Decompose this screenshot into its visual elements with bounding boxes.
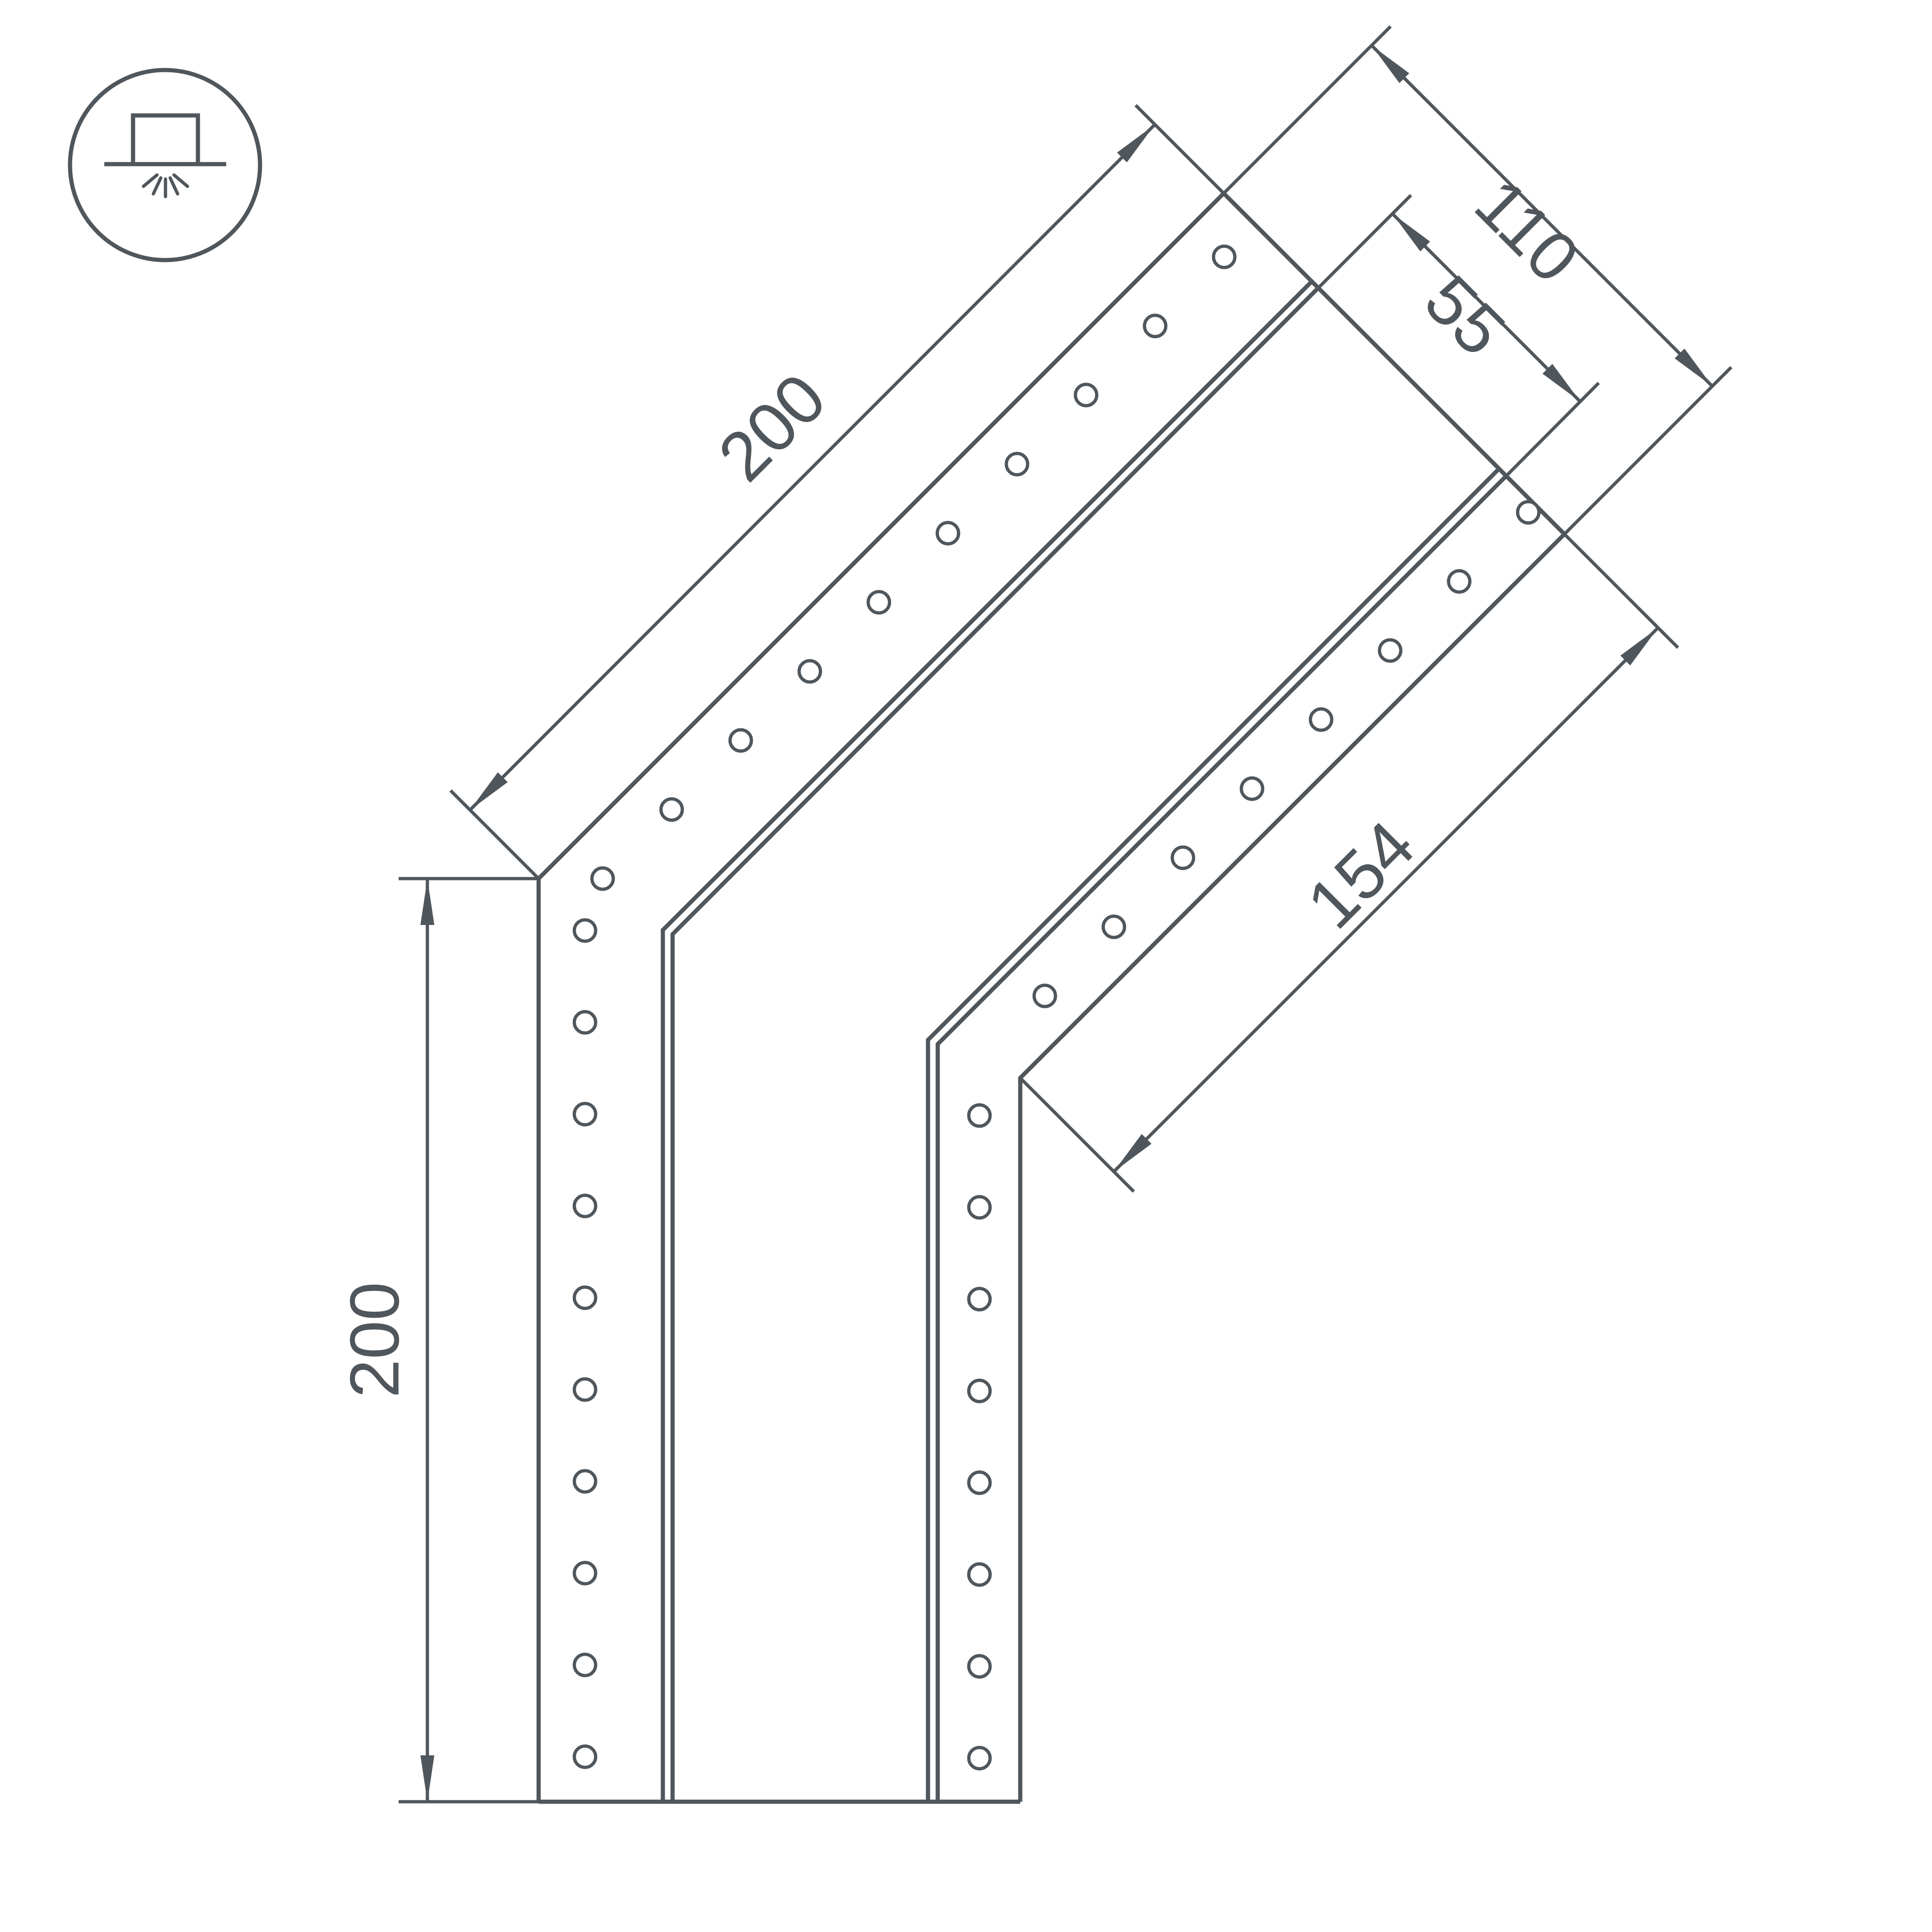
- extension-line: [1222, 25, 1392, 195]
- icon-light-rays: [142, 173, 189, 198]
- extension-line: [1134, 104, 1225, 195]
- dimension-vertical: 200: [336, 877, 539, 1804]
- dim-label-inner-diagonal: 154: [1292, 806, 1429, 943]
- profile-inner-edge: [1018, 532, 1566, 1802]
- icon-circle-border: [68, 68, 262, 262]
- surface-mount-ceiling-light-icon: [68, 68, 262, 262]
- dim-label-outer-diagonal: 200: [703, 358, 840, 496]
- profile-outer-edge: [536, 191, 1226, 1802]
- extension-line: [449, 789, 540, 880]
- dimension-line: [1391, 212, 1582, 403]
- dim-label-vertical: 200: [336, 1282, 413, 1398]
- dimension-line: [469, 123, 1156, 811]
- icon-lamp-body: [131, 113, 200, 166]
- extension-line: [1563, 533, 1679, 649]
- dimension-outer-diagonal: 200: [449, 104, 1225, 880]
- extension-line: [1317, 194, 1412, 289]
- dim-label-end-channel-width: 55: [1410, 261, 1520, 370]
- extension-line: [1563, 366, 1733, 536]
- profile-channel-lines: [661, 280, 1508, 1802]
- mounting-holes: [572, 244, 1541, 1771]
- extension-line: [1505, 382, 1600, 477]
- dimension-line: [1112, 626, 1659, 1173]
- extension-line: [1019, 1077, 1135, 1193]
